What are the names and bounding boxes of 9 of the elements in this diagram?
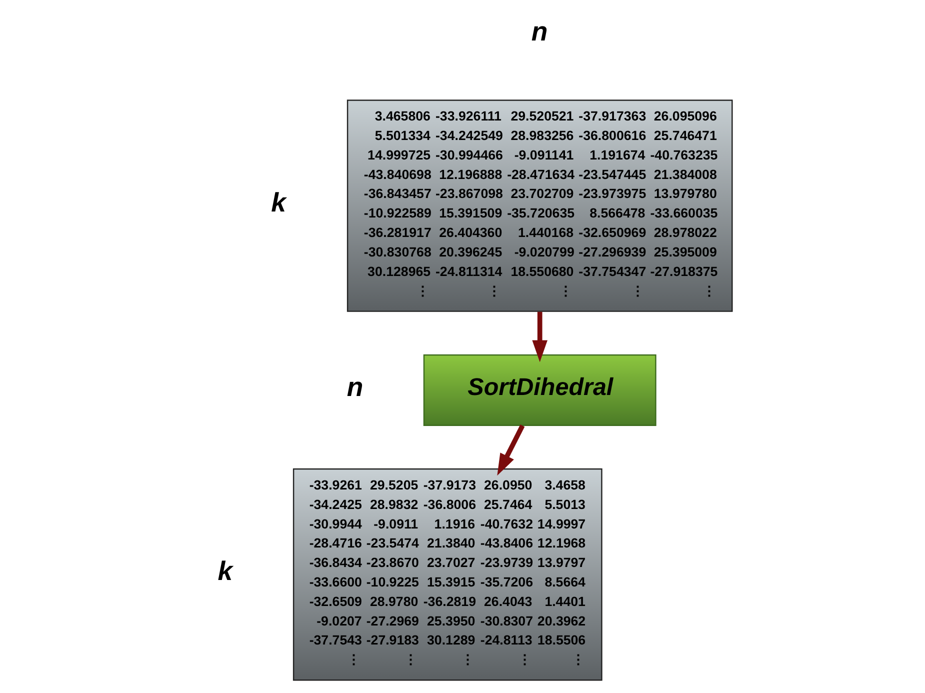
node-box: 3.465806 -33.926111 29.520521 -37.917363 26.095096 5.501334 -34.242549 28.983256 -36.800616 25.746471 14.999725 -30.994466 -9.091141 1.191674 -40.763235 -43.840698 12.196888 -28.471634 -23.547445 21.384008 -36.843457 -23.867098 23.702709 -23.973975 13.979780 -10.922589 15.391509 -35.720635 8.566478 -33.660035 -36.281917 26.404360 1.440168 -32.650969 28.978022 -30.830768 20.396245 -9.020799 -27.296939 25.395009 30.128965 -24.811314 18.550680 -37.754347 -27.918375 ⋮ ⋮ ⋮ ⋮ ⋮ xyxy=(346,100,733,312)
label: k xyxy=(218,556,233,586)
label: n xyxy=(531,16,548,46)
label: k xyxy=(271,187,286,218)
arrow xyxy=(497,424,525,476)
arrow xyxy=(532,312,548,362)
node-box: -33.9261 29.5205 -37.9173 26.0950 3.4658 -34.2425 28.9832 -36.8006 25.7464 5.5013 -30.9944 -9.0911 1.1916 -40.7632 14.9997 -28.4716 -23.5474 21.3840 -43.8406 12.1968 -36.8434 -23.8670 23.7027 -23.9739 13.9797 -33.6600 -10.9225 15.3915 -35.7206 8.5664 -32.6509 28.9780 -36.2819 26.4043 1.4401 -9.0207 -27.2969 25.3950 -30.8307 20.3962 -37.7543 -27.9183 30.1289 -24.8113 18.5506 ⋮ ⋮ ⋮ ⋮ ⋮ xyxy=(292,468,602,681)
node-box: SortDihedral xyxy=(423,354,656,426)
label: n xyxy=(346,372,364,402)
